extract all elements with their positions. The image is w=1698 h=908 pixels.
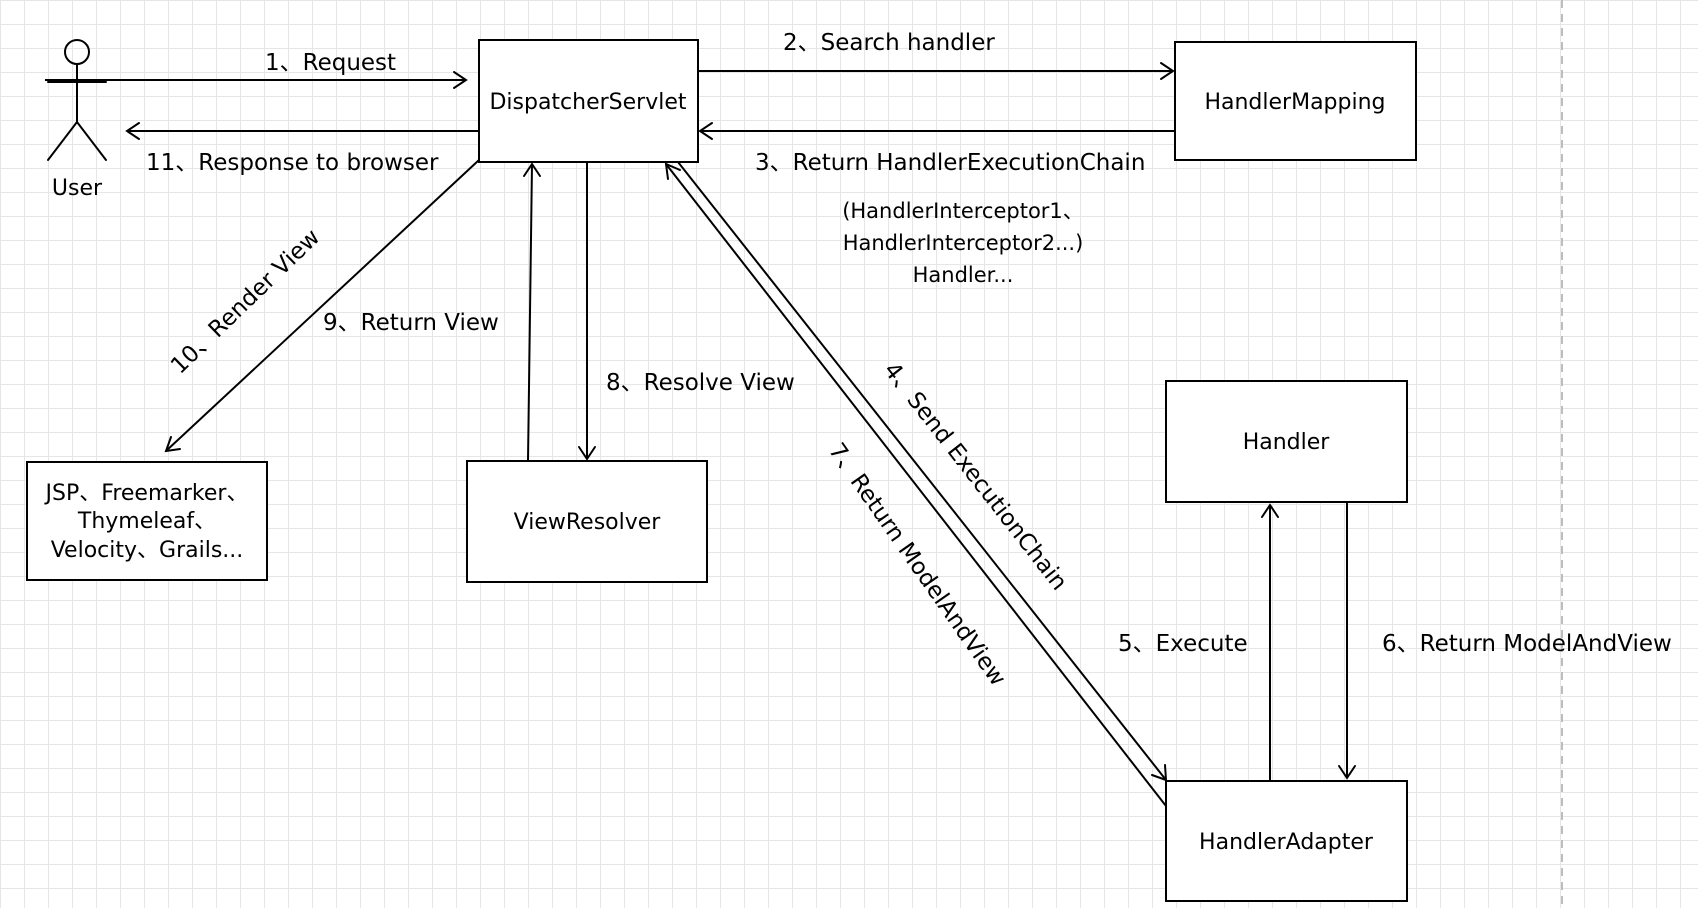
user-actor: User xyxy=(47,39,107,201)
view-resolver-node[interactable]: ViewResolver xyxy=(466,460,708,583)
view-templates-line-1: JSP、Freemarker、 xyxy=(44,481,249,506)
edge-6-arrowhead xyxy=(1338,765,1356,780)
edge-10-label: 10、Render View xyxy=(166,224,325,379)
edge-8-label: 8、Resolve View xyxy=(606,370,795,396)
edge-2-search-handler: 2、Search handler xyxy=(698,30,1175,80)
edge-5-arrowhead xyxy=(1261,503,1279,518)
edge-11-response: 11、Response to browser xyxy=(125,122,479,176)
edge-6-return-mav: 6、Return ModelAndView xyxy=(1338,502,1672,780)
handler-adapter-label: HandlerAdapter xyxy=(1199,830,1374,855)
dispatcher-servlet-node[interactable]: DispatcherServlet xyxy=(478,39,699,163)
edge-3-note-line-1: (HandlerInterceptor1、 xyxy=(842,199,1084,223)
handler-mapping-label: HandlerMapping xyxy=(1204,90,1385,115)
edge-11-arrowhead xyxy=(125,122,140,140)
edge-2-label: 2、Search handler xyxy=(783,30,995,56)
handler-label: Handler xyxy=(1243,430,1331,455)
edge-4-line xyxy=(677,161,1167,781)
edge-10-line xyxy=(165,159,480,452)
edge-1-request: 1、Request xyxy=(45,50,468,89)
edge-9-return-view: 9、Return View xyxy=(323,162,541,462)
edge-8-resolve-view: 8、Resolve View xyxy=(578,162,795,461)
view-templates-node[interactable]: JSP、Freemarker、 Thymeleaf、 Velocity、Grai… xyxy=(26,461,268,581)
edge-1-label: 1、Request xyxy=(265,50,396,76)
handler-node[interactable]: Handler xyxy=(1165,380,1408,503)
user-actor-label: User xyxy=(52,176,103,201)
user-actor-head xyxy=(64,39,90,65)
edge-5-execute: 5、Execute xyxy=(1118,503,1279,781)
edge-9-arrowhead xyxy=(523,162,541,177)
edge-9-line xyxy=(527,163,533,462)
edge-3-return-chain: 3、Return HandlerExecutionChain (HandlerI… xyxy=(698,122,1175,287)
user-actor-right-leg xyxy=(76,121,107,161)
edge-5-label: 5、Execute xyxy=(1118,631,1248,657)
handler-adapter-node[interactable]: HandlerAdapter xyxy=(1165,780,1408,902)
view-resolver-label: ViewResolver xyxy=(514,510,662,535)
edge-10-arrowhead xyxy=(164,436,181,453)
user-actor-left-leg xyxy=(47,121,78,161)
edge-7-arrowhead xyxy=(664,162,681,180)
view-templates-line-3: Velocity、Grails... xyxy=(51,538,244,563)
handler-mapping-node[interactable]: HandlerMapping xyxy=(1174,41,1417,161)
edge-10-render-view: 10、Render View xyxy=(164,159,480,453)
edge-1-arrowhead xyxy=(453,71,468,89)
edge-7-return-mav: 7、Return ModelAndView xyxy=(664,162,1167,807)
edge-3-arrowhead xyxy=(698,122,713,140)
edge-9-label: 9、Return View xyxy=(323,310,499,336)
dispatcher-servlet-label: DispatcherServlet xyxy=(489,90,686,115)
edge-7-line xyxy=(665,163,1167,807)
edge-2-arrowhead xyxy=(1160,62,1175,80)
edge-3-note-line-3: Handler... xyxy=(913,263,1014,287)
view-templates-line-2: Thymeleaf、 xyxy=(77,509,216,534)
edge-6-label: 6、Return ModelAndView xyxy=(1382,631,1672,657)
edge-3-label: 3、Return HandlerExecutionChain xyxy=(755,150,1145,176)
edge-8-arrowhead xyxy=(578,446,596,461)
edge-4-arrowhead xyxy=(1151,764,1168,782)
edge-3-note-line-2: HandlerInterceptor2...) xyxy=(843,231,1084,255)
edge-11-label: 11、Response to browser xyxy=(146,150,439,176)
